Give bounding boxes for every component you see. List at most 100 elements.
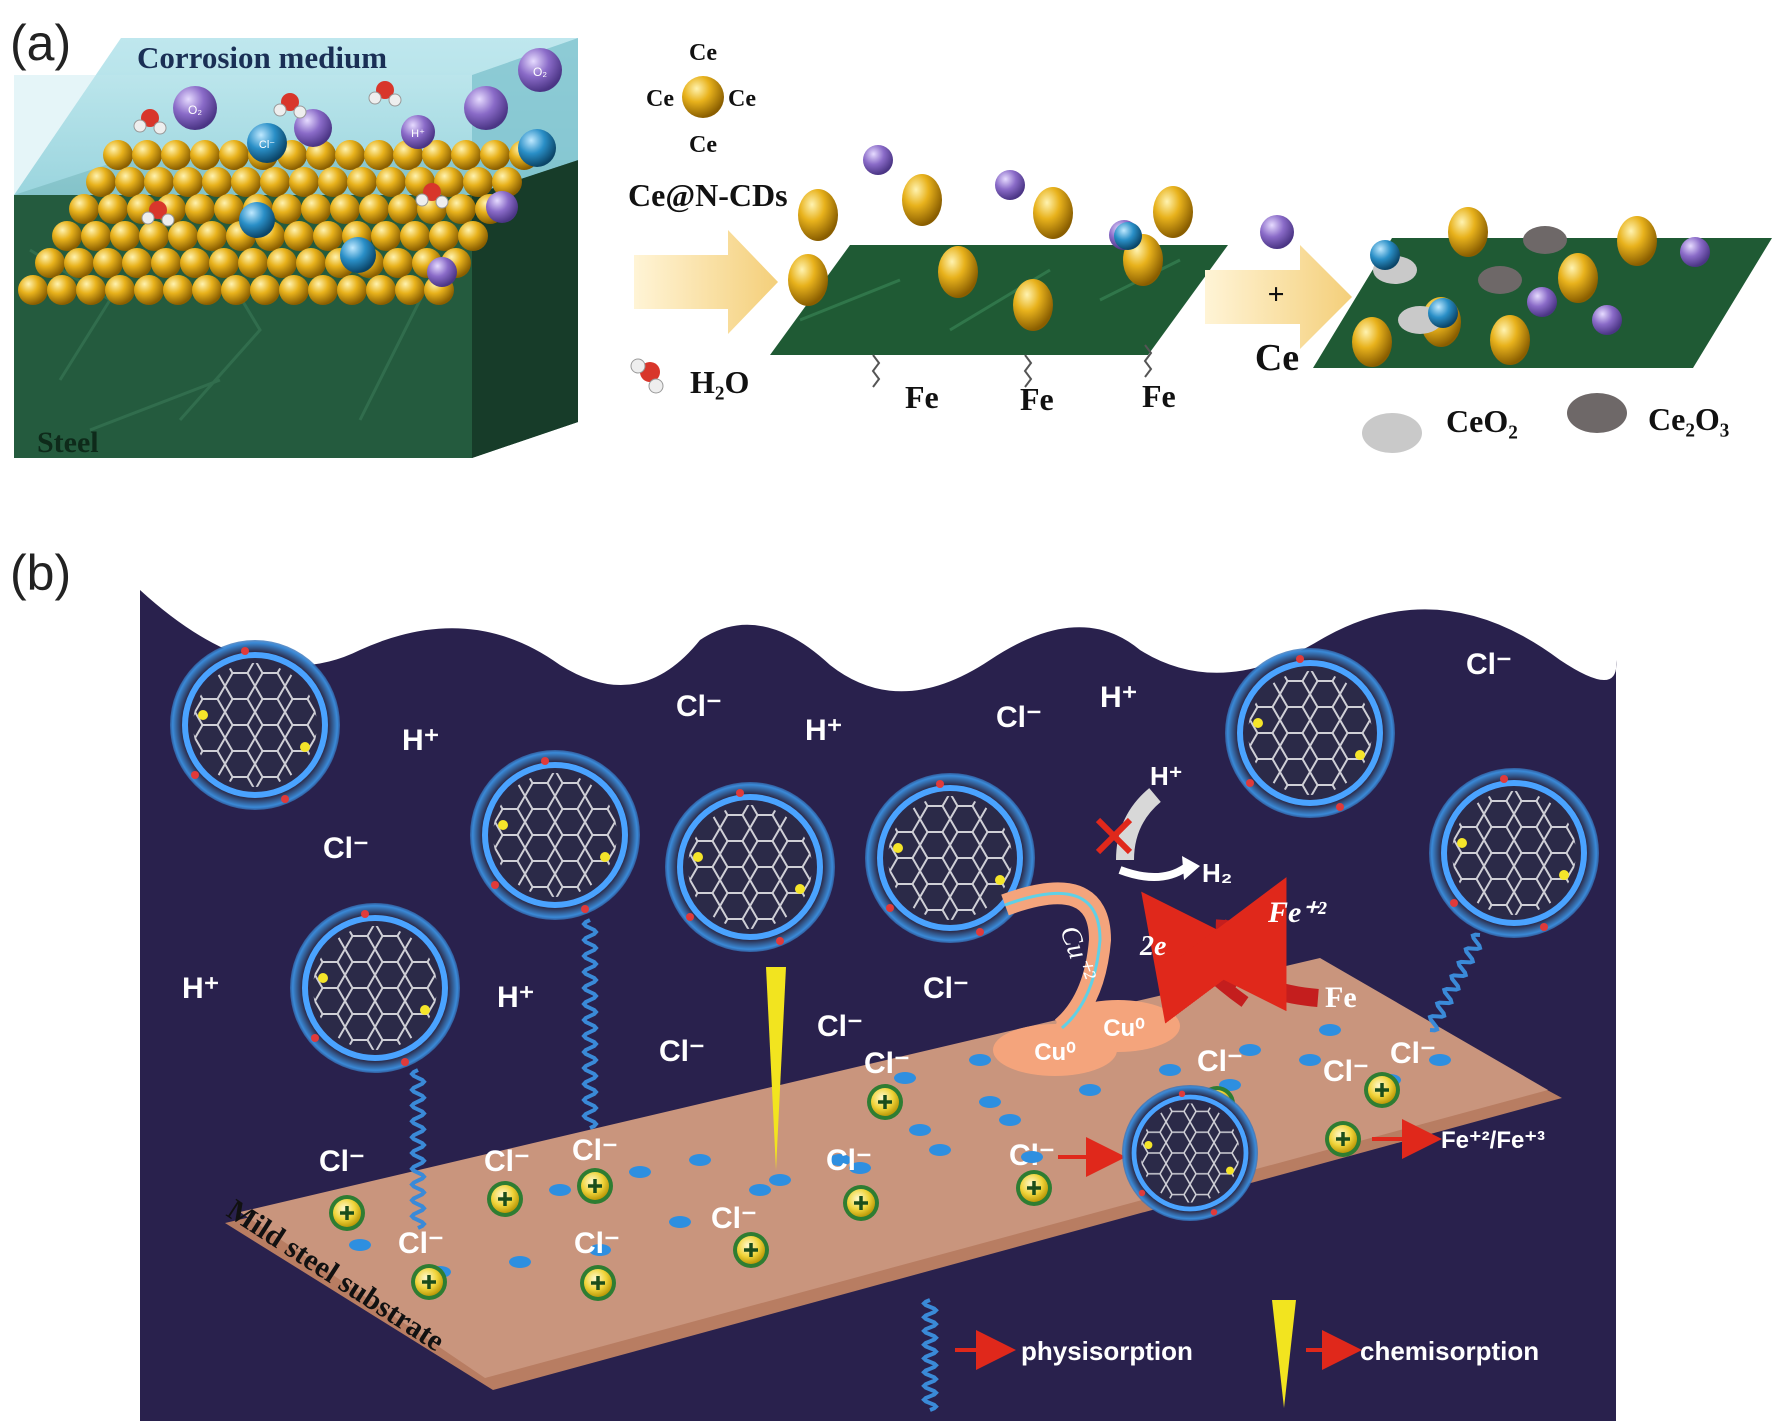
ce-atom	[98, 194, 128, 224]
ce-atom	[359, 194, 389, 224]
cl-ion-label: Cl⁻	[323, 832, 369, 865]
physisorption-spring	[409, 1068, 427, 1230]
fe-label: Fe	[905, 379, 939, 415]
water-molecules	[133, 81, 449, 227]
legend: Fe⁺²/Fe⁺³ physisorption chemisorption	[921, 1085, 1545, 1412]
o2-ion	[995, 170, 1025, 200]
cl-ion-label: Cl⁻	[996, 701, 1042, 734]
ce-atom	[383, 248, 413, 278]
cl-ion-label: Cl⁻	[711, 1202, 757, 1235]
ce-atom	[308, 275, 338, 305]
ceo2-legend-icon	[1362, 413, 1422, 453]
cl-ion	[1428, 298, 1458, 328]
ce-atom	[388, 194, 418, 224]
ce-atom	[231, 167, 261, 197]
ce-atom	[364, 140, 394, 170]
panel-a-label: (a)	[10, 15, 71, 71]
h2-text: H₂	[1202, 858, 1232, 888]
ce-atom	[788, 254, 828, 306]
ce-atom	[250, 275, 280, 305]
adsorbed-surface: Fe Fe Fe	[770, 145, 1228, 417]
cu0-label: Cu⁰	[1034, 1039, 1076, 1066]
ce-atom	[272, 194, 302, 224]
water-molecule-icon	[630, 358, 664, 394]
legend-fe-ion-icon	[1323, 1119, 1363, 1159]
ce-atom	[47, 275, 77, 305]
carbon-dot	[1225, 648, 1395, 818]
ce-atom	[1448, 207, 1488, 257]
plus-sign: +	[1267, 278, 1284, 311]
ce-atom	[110, 221, 140, 251]
h-plus-label: H⁺	[805, 714, 843, 747]
water-molecule-icon	[273, 93, 307, 119]
surface-dot	[1159, 1064, 1181, 1076]
ce-atom	[35, 248, 65, 278]
ce-atom	[267, 248, 297, 278]
surface-dot	[689, 1154, 711, 1166]
fe-text: Fe	[1325, 981, 1357, 1014]
ce-atom	[76, 275, 106, 305]
ce-atom	[337, 275, 367, 305]
ce-atom	[463, 167, 493, 197]
step-arrow-2: + Ce	[1205, 215, 1352, 379]
ce-atom	[221, 275, 251, 305]
ce-atom	[335, 140, 365, 170]
o2-ion	[173, 86, 217, 130]
ce-atom	[1490, 315, 1530, 365]
ce-atom	[284, 221, 314, 251]
ce-atom	[93, 248, 123, 278]
ce-atom	[185, 194, 215, 224]
ce2o3-label: Ce₂O₃	[1648, 401, 1729, 437]
ce-atom	[163, 275, 193, 305]
panel-b-label: (b)	[10, 545, 71, 601]
ce-atom	[279, 275, 309, 305]
cu0-deposit	[993, 1024, 1117, 1076]
ce-atom	[451, 140, 481, 170]
surface-dot	[849, 1162, 871, 1174]
surface-dot	[1079, 1084, 1101, 1096]
ce-atom	[173, 167, 203, 197]
legend-physisorption-text: physisorption	[1021, 1336, 1193, 1366]
ce-atom	[18, 275, 48, 305]
surface-dot	[1429, 1054, 1451, 1066]
ce2o3-particle	[1478, 266, 1522, 294]
cl-ion-label: Cl⁻	[1197, 1045, 1243, 1078]
ce-atom	[132, 140, 162, 170]
ce-atom	[330, 194, 360, 224]
fe-ion	[865, 1082, 905, 1122]
fe-ion	[575, 1166, 615, 1206]
cl-ion-label: Cl⁻	[574, 1227, 620, 1260]
ce-atom	[376, 167, 406, 197]
surface-dot	[669, 1216, 691, 1228]
ce-atom	[313, 221, 343, 251]
oxide-surface: CeO₂ Ce₂O₃	[1313, 207, 1772, 453]
ce-reactant-label: Ce	[1255, 337, 1299, 379]
ce2o3-legend-icon	[1567, 393, 1627, 433]
carbon-dot	[170, 640, 340, 810]
cl-ion-label: Cl⁻	[817, 1010, 863, 1043]
ce-atom	[81, 221, 111, 251]
ce-text: Ce	[646, 86, 674, 112]
ce-atom	[122, 248, 152, 278]
water-molecule-icon	[141, 201, 175, 227]
ce-atom	[86, 167, 116, 197]
ce-atom	[902, 174, 942, 226]
cl-ion	[518, 129, 556, 167]
cl-ion-label: Cl⁻	[864, 1047, 910, 1080]
ce-atom	[798, 189, 838, 241]
ce-text: Ce	[689, 132, 717, 158]
cl-ion-label: Cl⁻	[1323, 1055, 1369, 1088]
carbon-dot	[665, 782, 835, 952]
surface-dot	[999, 1114, 1021, 1126]
h-ion	[401, 115, 435, 149]
ce-atom	[180, 248, 210, 278]
ce-text: Ce	[728, 86, 756, 112]
water-molecule-icon	[133, 109, 167, 135]
fe-ion	[578, 1263, 618, 1303]
steel-label: Steel	[37, 426, 99, 459]
surface-dot	[894, 1072, 916, 1084]
ce-atom	[1013, 279, 1053, 331]
ce-atom	[318, 167, 348, 197]
ce-atom	[219, 140, 249, 170]
